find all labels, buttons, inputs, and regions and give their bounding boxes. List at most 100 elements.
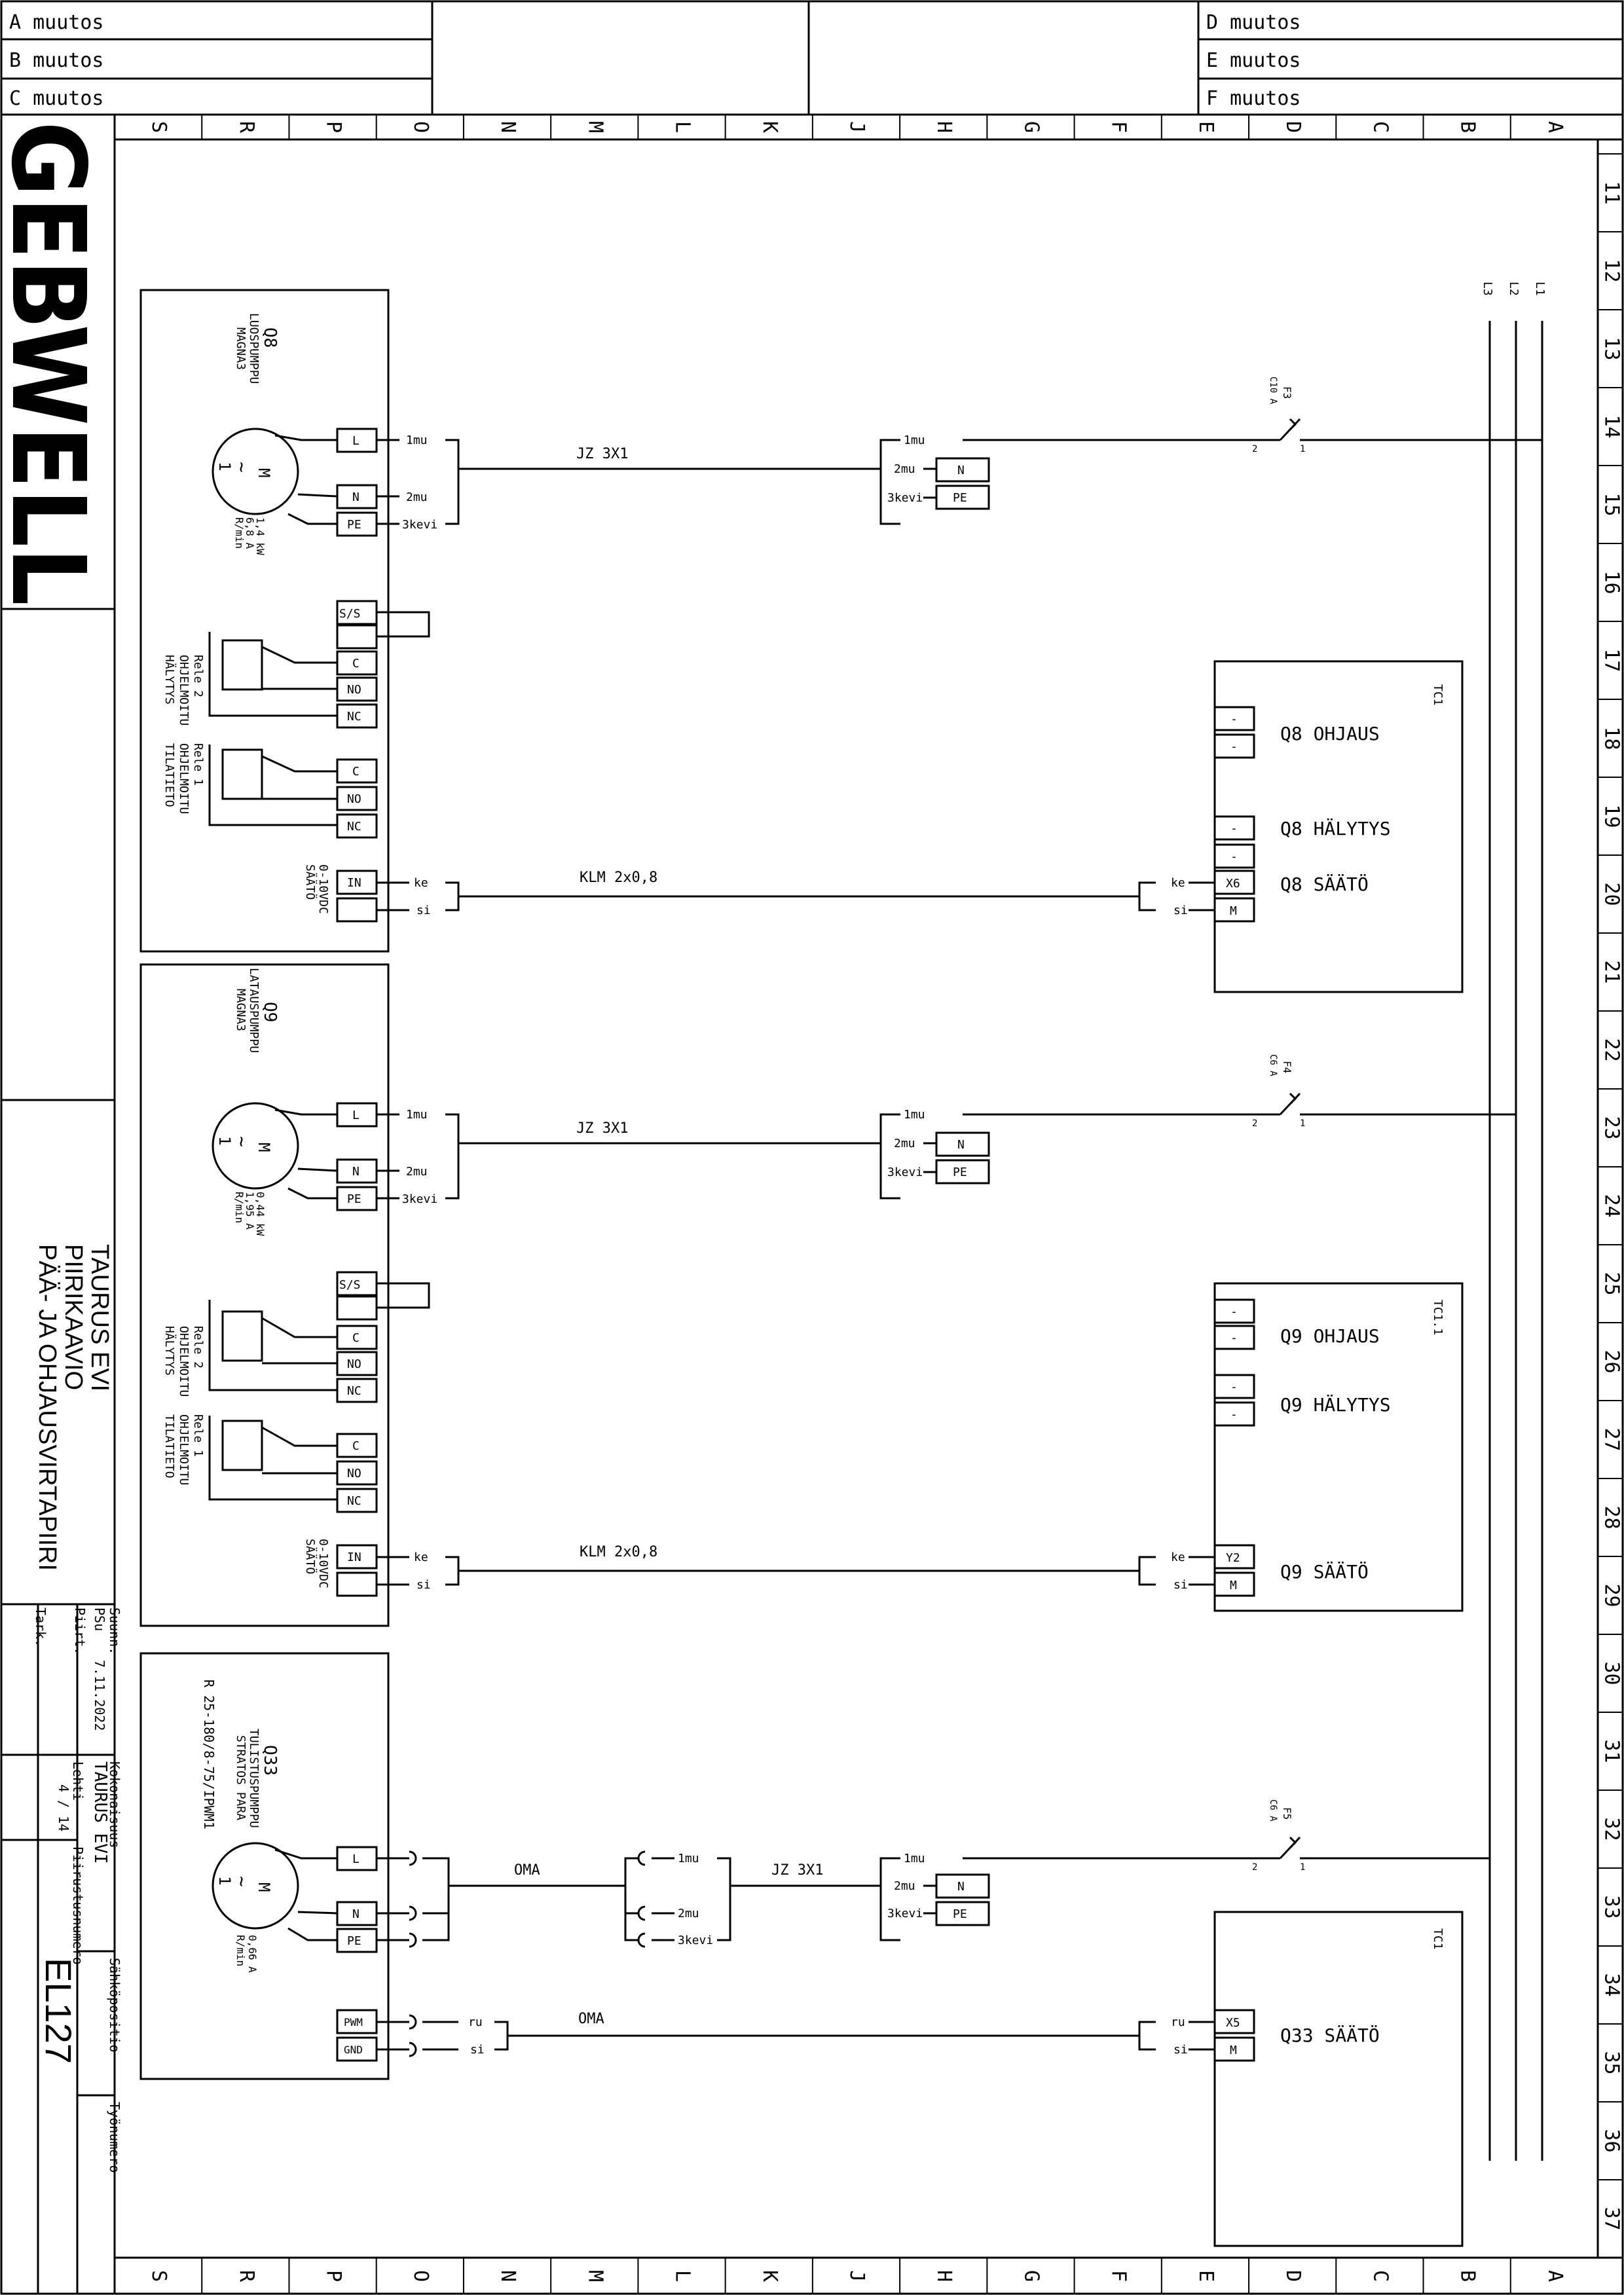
grid-row-11: 11 (1600, 181, 1623, 204)
q8-supply-wire-1: 1mu (904, 433, 925, 447)
grid-row-30: 30 (1600, 1661, 1623, 1685)
q33-supply-pe: PE (953, 1907, 967, 1921)
q9-output-ohjaus: Q9 OHJAUS (1280, 1325, 1380, 1347)
q9-r2-nc: NC (347, 1384, 361, 1398)
grid-row-32: 32 (1600, 1817, 1623, 1841)
revision-e: E muutos (1206, 49, 1301, 72)
grid-row-14: 14 (1600, 414, 1623, 438)
svg-text:M: M (255, 1882, 273, 1892)
grid-row-16: 16 (1600, 570, 1623, 594)
q33-fuse: F5 (1281, 1807, 1293, 1820)
grid-col-bottom-s: S (147, 2270, 170, 2282)
circuit-q8: M ~ 1 Q8 LUOSPUMPPU MAGNA3 1,4 kW 6,8 A … (139, 289, 1542, 993)
suunn-value: PSu (92, 1607, 107, 1631)
grid-col-bottom-d: D (1282, 2270, 1304, 2282)
grid-row-18: 18 (1600, 726, 1623, 750)
q8-term-l: L (352, 434, 360, 448)
grid-row-19: 19 (1600, 804, 1623, 828)
svg-text:2: 2 (1252, 1862, 1257, 1873)
grid-col-top-f: F (1107, 121, 1130, 133)
revision-b: B muutos (9, 49, 104, 72)
svg-text:~: ~ (231, 462, 253, 473)
grid-row-21: 21 (1600, 960, 1623, 983)
grid-col-top-e: E (1194, 121, 1217, 133)
q8-wire-2: 2mu (406, 490, 428, 504)
title-line-1: TAURUS EVI (86, 1244, 113, 1391)
fuse-f4 (1264, 1092, 1516, 1116)
svg-text:-: - (1230, 740, 1238, 754)
q9-r1-no: NO (347, 1467, 361, 1480)
q9-fuse-rating: C6 A (1268, 1054, 1278, 1076)
grid-row-31: 31 (1600, 1739, 1623, 1763)
revision-table: A muutos B muutos C muutos D muutos E mu… (9, 11, 1301, 110)
q8-relay2-desc1: OHJELMOITU (177, 655, 191, 725)
q9-supply-wire-2: 2mu (894, 1137, 915, 1150)
q8-r1-nc: NC (347, 820, 361, 834)
q8-term-pe: PE (347, 518, 361, 532)
q33-name: Q33 (260, 1745, 280, 1776)
svg-text:2: 2 (1252, 444, 1257, 454)
q8-rating-1: 1,4 kW (254, 517, 267, 555)
q8-cable: JZ 3X1 (576, 446, 628, 462)
q8-ctrl-sig-si: si (1173, 904, 1188, 917)
q8-fuse: F3 (1281, 386, 1293, 399)
q8-relay2-label: Rele 2 (191, 655, 205, 697)
q8-supply-wire-3: 3kevi (887, 491, 923, 505)
svg-text:-: - (1230, 822, 1238, 835)
grid-row-25: 25 (1600, 1272, 1623, 1295)
q33-cable: JZ 3X1 (771, 1862, 823, 1879)
q9-sig-si: si (416, 1578, 431, 1592)
grid-col-top-j: J (845, 121, 868, 133)
q9-relay2-label: Rele 2 (191, 1326, 205, 1368)
q33-controller: TC1 (1431, 1928, 1445, 1950)
q8-sig-cable: KLM 2x0,8 (580, 870, 657, 886)
tark-label: Tark. (33, 1607, 48, 1647)
grid-col-top-h: H (932, 121, 955, 133)
q8-control-signal-1: 0-10VDC (316, 864, 330, 914)
q33-term-n: N (352, 1907, 360, 1921)
q8-rating-3: R/min (233, 517, 246, 549)
q33-ctrl-x5: X5 (1226, 2016, 1240, 2030)
title-line-3: PÄÄ- JA OHJAUSVIRTAPIIRI (33, 1244, 61, 1571)
suunn-label: Suunn. (107, 1607, 122, 1655)
grid-row-26: 26 (1600, 1349, 1623, 1373)
circuit-q33: M ~ 1 Q33 TULISTUSPUMPPU STRATOS PARA R … (139, 1652, 1490, 2247)
bus-l2: L2 (1507, 282, 1521, 296)
q8-desc1: LUOSPUMPPU (247, 313, 261, 384)
circuit-q9: M ~ 1 Q9 LATAUSPUMPPU MAGNA3 0,44 kW 1,9… (139, 963, 1516, 1627)
grid-row-15: 15 (1600, 492, 1623, 516)
motor-q33 (212, 1842, 299, 1930)
q33-term-pe: PE (347, 1934, 361, 1948)
fuse-f3 (1264, 418, 1542, 441)
svg-text:-: - (1230, 1408, 1238, 1422)
q9-control-signal-1: 0-10VDC (316, 1539, 330, 1588)
q8-relay1-desc1: OHJELMOITU (177, 743, 191, 814)
svg-text:-: - (1230, 712, 1238, 726)
q33-term-l: L (352, 1852, 360, 1866)
grid-row-34: 34 (1600, 1973, 1623, 1996)
grid-col-top-m: M (583, 121, 606, 133)
q9-supply-n: N (957, 1138, 965, 1152)
q9-ctrl-m: M (1230, 1579, 1237, 1592)
q33-desc3: R 25-180/8-75/IPWM1 (201, 1680, 217, 1829)
motor-q9 (212, 1102, 299, 1190)
q9-fuse: F4 (1281, 1061, 1293, 1073)
title-line-2: PIIRIKAAVIO (60, 1244, 87, 1390)
q8-r1-no: NO (347, 792, 361, 806)
grid-col-top-g: G (1020, 121, 1043, 133)
grid-col-bottom-g: G (1020, 2270, 1043, 2282)
q9-ctrl-y2: Y2 (1226, 1551, 1240, 1565)
grid-col-bottom-a: A (1543, 2270, 1566, 2282)
grid-col-top-p: P (322, 121, 345, 133)
grid-row-23: 23 (1600, 1116, 1623, 1139)
grid-col-top-o: O (409, 121, 432, 133)
q33-sig-ru: ru (468, 2015, 483, 2029)
q9-supply-pe: PE (953, 1166, 967, 1179)
q9-r2-no: NO (347, 1357, 361, 1371)
q9-r1-c: C (352, 1439, 360, 1453)
q9-name: Q9 (260, 1002, 280, 1022)
grid-col-bottom-j: J (845, 2270, 868, 2282)
q8-wire-1: 1mu (406, 433, 428, 447)
q9-wire-3: 3kevi (402, 1192, 437, 1206)
